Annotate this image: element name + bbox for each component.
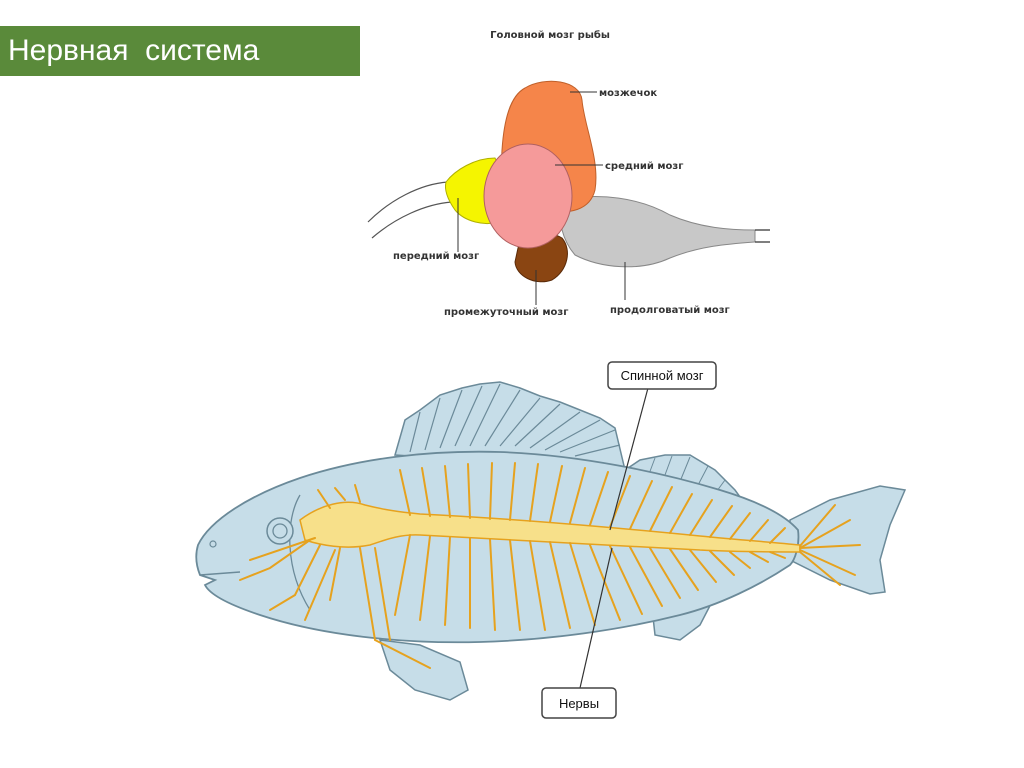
medulla-shape [559, 196, 756, 268]
fish-nostril [209, 540, 217, 548]
nerves-callout: Нервы [559, 696, 599, 711]
pelvic-fin [378, 639, 469, 701]
fish-pupil [272, 523, 288, 539]
fish-body [195, 450, 800, 644]
olfactory-tract-upper [367, 181, 449, 223]
label-forebrain: передний мозг [393, 251, 479, 262]
tail-fin [789, 485, 907, 595]
brain-diagram-title: Головной мозг рыбы [490, 29, 610, 41]
dorsal-fin-rays [409, 383, 621, 457]
nerve-branches [239, 462, 861, 669]
fish-mouth [199, 571, 241, 576]
nerves-callout-box [541, 687, 617, 719]
midbrain-shape [483, 143, 573, 249]
slide-title: Нервная система [0, 26, 360, 76]
label-medulla: продолговатый мозг [610, 305, 730, 316]
spinal-cord-leader [609, 387, 649, 531]
label-cerebellum: мозжечок [599, 88, 657, 99]
brain-diagram: Головной мозг рыбы мозжечок средний мозг… [367, 29, 770, 318]
olfactory-tract-lower [371, 201, 453, 239]
label-diencephalon: промежуточный мозг [444, 307, 568, 318]
fish-diagram: Спинной мозг Нервы [195, 361, 907, 719]
spinal-cord-callout: Спинной мозг [621, 368, 704, 383]
spinal-cord-callout-box [607, 361, 717, 390]
fish-eye [266, 517, 294, 545]
spinal-cord-stub [755, 229, 770, 243]
dorsal-fin [394, 381, 626, 471]
nerves-leader [579, 547, 613, 689]
label-midbrain: средний мозг [605, 161, 683, 172]
